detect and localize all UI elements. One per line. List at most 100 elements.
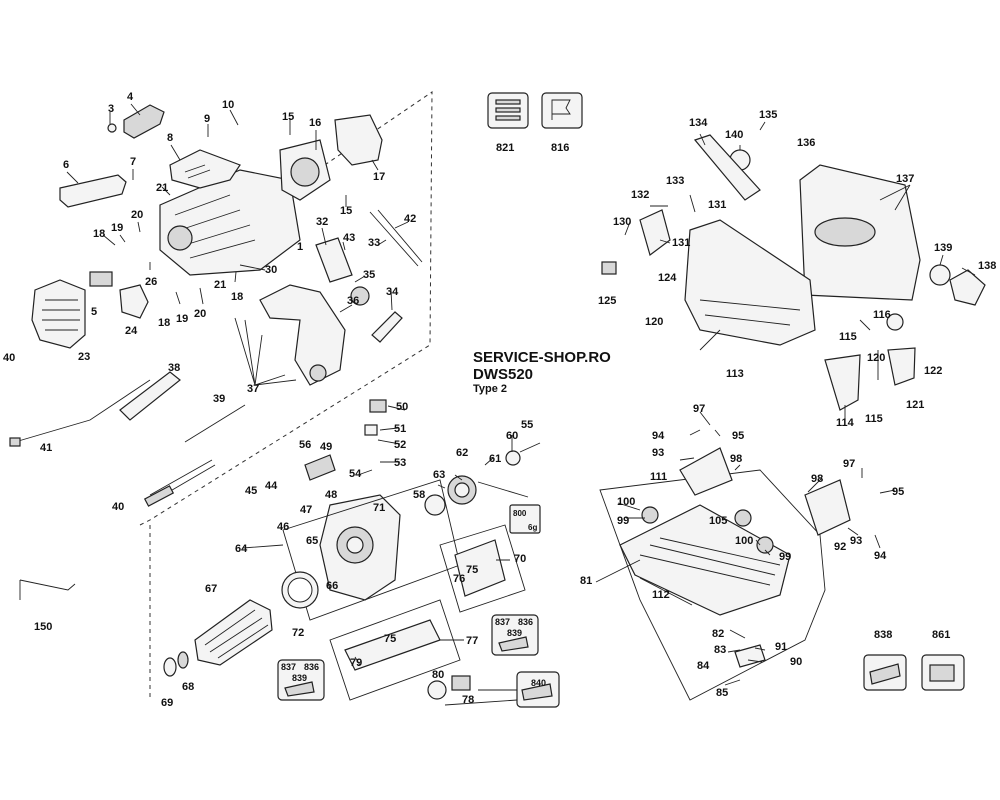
- callout-93b: 93: [850, 535, 862, 547]
- callout-124: 124: [658, 272, 677, 284]
- callout-69: 69: [161, 697, 173, 709]
- callout-10: 10: [222, 99, 234, 111]
- kit-code-837-left: 837: [281, 662, 296, 672]
- callout-48: 48: [325, 489, 337, 501]
- callout-39: 39: [213, 393, 225, 405]
- part-36-rear-grip: [259, 284, 346, 386]
- callout-120b: 120: [867, 352, 885, 364]
- part-34-spindle-rod: [371, 311, 403, 343]
- callout-47: 47: [300, 504, 312, 516]
- callout-82: 82: [712, 628, 724, 640]
- callout-15b: 15: [340, 205, 352, 217]
- callout-60: 60: [506, 430, 518, 442]
- part-17-fan-guard: [334, 114, 383, 166]
- part-113-lower-guard: [684, 219, 816, 346]
- part-32-brush-holder: [315, 237, 353, 283]
- callout-125: 125: [598, 295, 616, 307]
- callout-131b: 131: [672, 237, 690, 249]
- callout-23: 23: [78, 351, 90, 363]
- part-80-spring: [427, 680, 447, 700]
- assembly-divider-lines: [139, 91, 433, 700]
- callout-44: 44: [265, 480, 278, 492]
- part-6-handle-cover: [59, 174, 127, 208]
- callout-30: 30: [265, 264, 277, 276]
- callout-97a: 97: [693, 403, 705, 415]
- callout-51: 51: [394, 423, 406, 435]
- callout-78: 78: [462, 694, 474, 706]
- part-38-cable-clamp: [119, 371, 181, 421]
- callout-93a: 93: [652, 447, 664, 459]
- callout-138: 138: [978, 260, 996, 272]
- part-92-fence: [804, 479, 851, 536]
- part-22-motor-housing: [159, 169, 301, 276]
- motor-housing-group: [31, 104, 403, 386]
- callout-67: 67: [205, 583, 217, 595]
- callout-112: 112: [652, 589, 670, 601]
- callout-56: 56: [299, 439, 311, 451]
- callout-52: 52: [394, 439, 406, 451]
- callout-132: 132: [631, 189, 649, 201]
- callout-64: 64: [235, 543, 248, 555]
- callout-35: 35: [363, 269, 375, 281]
- callout-54: 54: [349, 468, 362, 480]
- part-23-air-duct: [31, 279, 86, 349]
- part-116-cap: [886, 313, 904, 331]
- part-68-bearing: [177, 651, 189, 669]
- callout-5: 5: [91, 306, 97, 318]
- base-guard-group: [599, 134, 986, 701]
- kit-code-840: 840: [531, 678, 546, 688]
- callout-63: 63: [433, 469, 445, 481]
- callout-100b: 100: [735, 535, 753, 547]
- callout-76: 76: [453, 573, 465, 585]
- callout-32: 32: [316, 216, 328, 228]
- callout-58: 58: [413, 489, 425, 501]
- callout-50: 50: [396, 401, 408, 413]
- kit-code-839-left: 839: [292, 673, 307, 683]
- callout-16: 16: [309, 117, 321, 129]
- callout-38: 38: [168, 362, 180, 374]
- part-125-clip: [601, 261, 617, 275]
- callout-8: 8: [167, 132, 173, 144]
- callout-36: 36: [347, 295, 359, 307]
- callout-40: 40: [112, 501, 124, 513]
- kit-code-labels: 821 816 838 861 837 836 839 837 836 839 …: [281, 142, 950, 688]
- site-name: SERVICE-SHOP.RO: [473, 349, 611, 366]
- callout-131a: 131: [708, 199, 726, 211]
- callout-114: 114: [836, 417, 855, 429]
- part-39-wire: [184, 404, 246, 443]
- callout-135: 135: [759, 109, 777, 121]
- callout-61: 61: [489, 453, 501, 465]
- grease-amount: 800: [513, 509, 527, 518]
- part-8-top-handle: [169, 149, 241, 189]
- callout-98a: 98: [730, 453, 742, 465]
- part-58-gasket: [424, 494, 446, 516]
- callout-99a: 99: [617, 515, 629, 527]
- callout-136: 136: [797, 137, 815, 149]
- part-99-knob-left: [641, 506, 659, 524]
- part-24-bracket: [119, 284, 149, 319]
- part-111-fence: [679, 447, 733, 496]
- part-33-rod: [369, 209, 423, 267]
- grease-note-box: [509, 504, 541, 534]
- part-60-washer: [505, 450, 521, 466]
- callout-150: 150: [34, 621, 52, 633]
- part-78-bushing: [451, 675, 471, 691]
- callout-21a: 21: [156, 182, 168, 194]
- callout-98b: 98: [811, 473, 823, 485]
- part-67-armature: [194, 599, 273, 666]
- callout-18c: 18: [231, 291, 243, 303]
- callout-17: 17: [373, 171, 385, 183]
- part-47-switch-link: [304, 454, 336, 481]
- callout-3: 3: [108, 103, 114, 115]
- callout-115a: 115: [839, 331, 857, 343]
- part-35-nut: [350, 286, 370, 306]
- part-51-block: [364, 424, 378, 436]
- callout-9: 9: [204, 113, 210, 125]
- part-3-screw: [107, 123, 117, 133]
- callout-95b: 95: [892, 486, 904, 498]
- callout-77: 77: [466, 635, 478, 647]
- callout-71: 71: [373, 502, 385, 514]
- callout-37a: 40: [3, 352, 15, 364]
- callout-7: 7: [130, 156, 136, 168]
